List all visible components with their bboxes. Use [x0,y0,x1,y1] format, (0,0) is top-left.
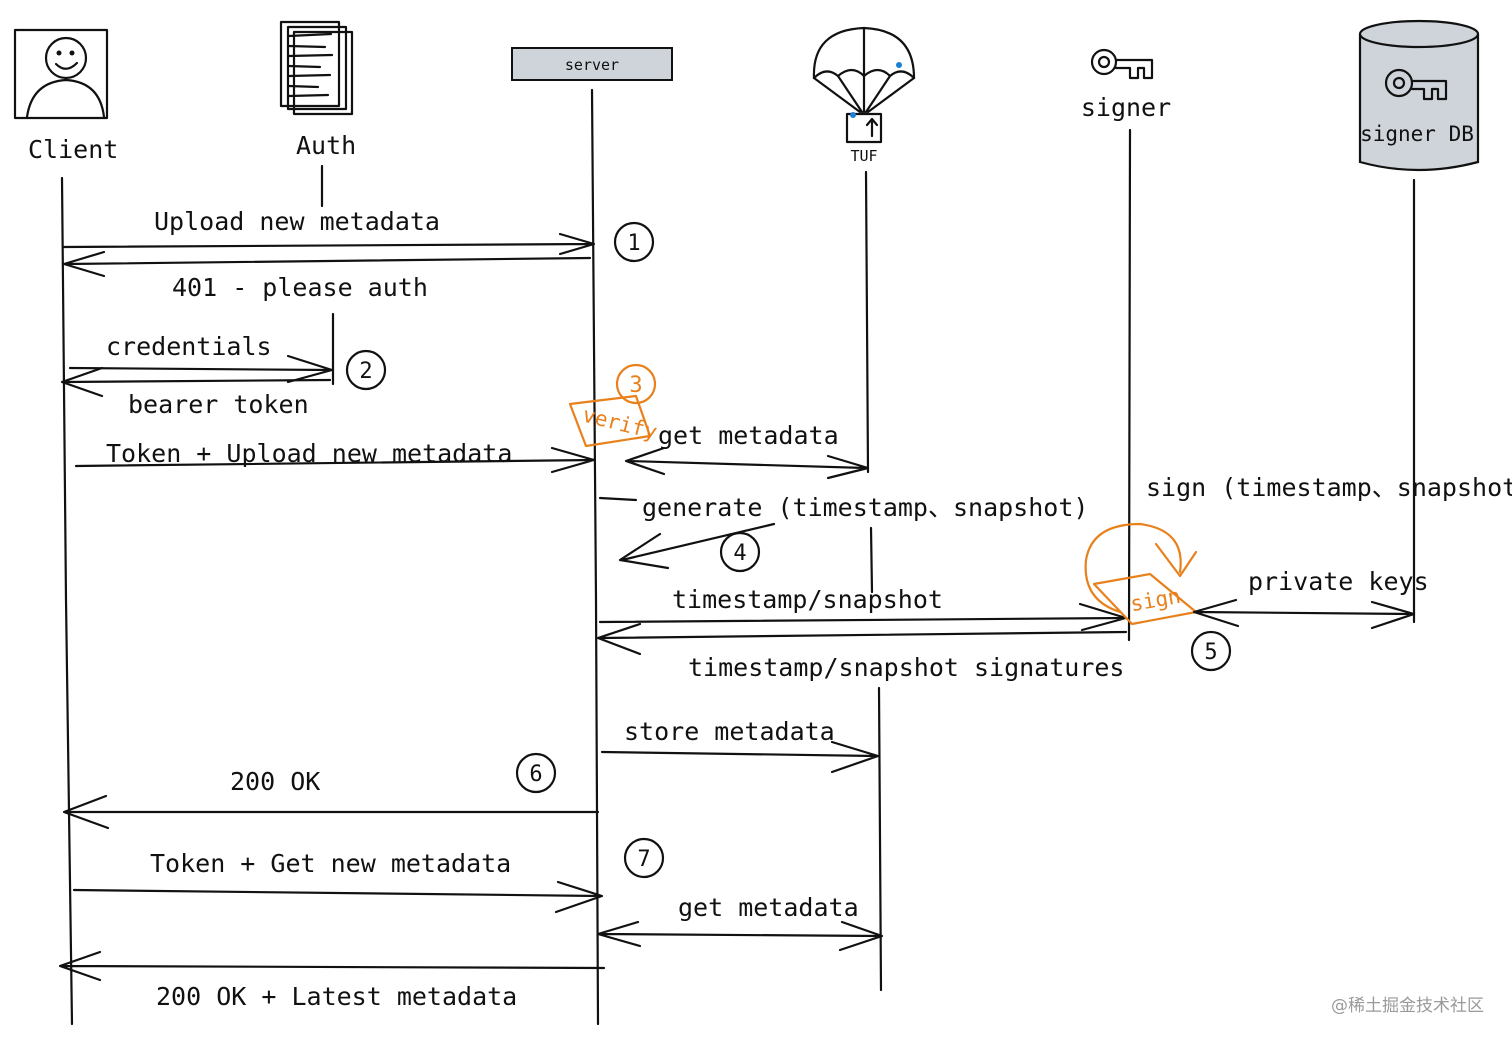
parachute-icon [812,26,916,144]
msg-sign-request-label: sign (timestamp、snapshot) [1146,473,1512,502]
client-lifeline [60,176,74,1026]
msg-bearer-arrow [60,366,332,398]
msg-private-keys-label: private keys [1248,567,1429,596]
tuf-lifeline-top [864,170,870,474]
database-icon [1358,19,1480,172]
signer-lifeline [1127,128,1132,642]
msg-generate-label: generate (timestamp、snapshot) [642,493,1088,522]
msg-ok-arrow [62,794,600,830]
msg-store-label: store metadata [624,717,835,746]
auth-label: Auth [296,131,356,160]
signer-label: signer [1081,93,1171,122]
msg-unauth-label: 401 - please auth [172,273,428,302]
msg-latest-label: 200 OK + Latest metadata [156,982,517,1011]
key-icon [1090,48,1154,80]
msg-credentials-arrow [68,354,334,384]
step-2-marker: 2 [345,349,387,391]
step-7-marker: 7 [623,837,665,879]
msg-get-metadata-2-label: get metadata [678,893,859,922]
msg-upload-arrow [62,232,596,256]
msg-get-metadata-1-label: get metadata [658,421,839,450]
msg-signatures-arrow [596,622,1128,656]
tuf-lifeline-bottom [877,686,883,992]
msg-store-arrow [600,740,880,774]
step-6-marker: 6 [515,752,557,794]
msg-token-get-arrow [72,880,604,914]
document-icon [279,20,354,116]
svg-text:verify: verify [580,403,659,445]
msg-token-get-label: Token + Get new metadata [150,849,511,878]
key-icon [1384,68,1448,101]
tuf-lifeline-mid [869,526,874,594]
msg-generate-arrow [618,522,776,570]
sign-loop-arrow [1084,522,1198,614]
msg-get-metadata-2-arrow [596,920,884,952]
msg-bearer-label: bearer token [128,390,309,419]
signer-db-label: signer DB [1360,122,1474,146]
server-lifeline [590,88,600,1026]
svg-text:1: 1 [627,231,640,256]
msg-token-upload-arrow [74,446,596,474]
msg-unauth-arrow [62,250,592,278]
svg-text:7: 7 [637,847,650,872]
step-3-marker: 3 [615,363,657,405]
server-label: server [565,56,619,74]
msg-credentials-label: credentials [106,332,272,361]
client-user-icon [13,28,109,120]
msg-private-keys-arrow [1192,598,1416,630]
msg-latest-arrow [58,950,606,982]
msg-signatures-label: timestamp/snapshot signatures [688,653,1125,682]
step-4-marker: 4 [719,531,761,573]
svg-text:2: 2 [359,359,372,384]
msg-ok-label: 200 OK [230,767,320,796]
step-1-marker: 1 [613,221,655,263]
svg-text:6: 6 [529,762,542,787]
svg-text:4: 4 [733,541,746,566]
svg-text:5: 5 [1204,640,1217,665]
generate-connector [598,496,638,502]
server-box [511,47,673,81]
svg-text:3: 3 [629,373,642,398]
sign-note: sign [1092,572,1198,626]
verify-note: verify [568,394,660,448]
watermark: @稀土掘金技术社区 [1331,996,1484,1016]
msg-timestamp-snapshot-label: timestamp/snapshot [672,585,943,614]
svg-text:sign: sign [1128,584,1182,616]
msg-get-metadata-1-arrow [624,446,870,480]
step-5-marker: 5 [1190,630,1232,672]
client-label: Client [28,135,118,164]
tuf-label: TUF [850,147,877,165]
msg-upload-label: Upload new metadata [154,207,440,236]
